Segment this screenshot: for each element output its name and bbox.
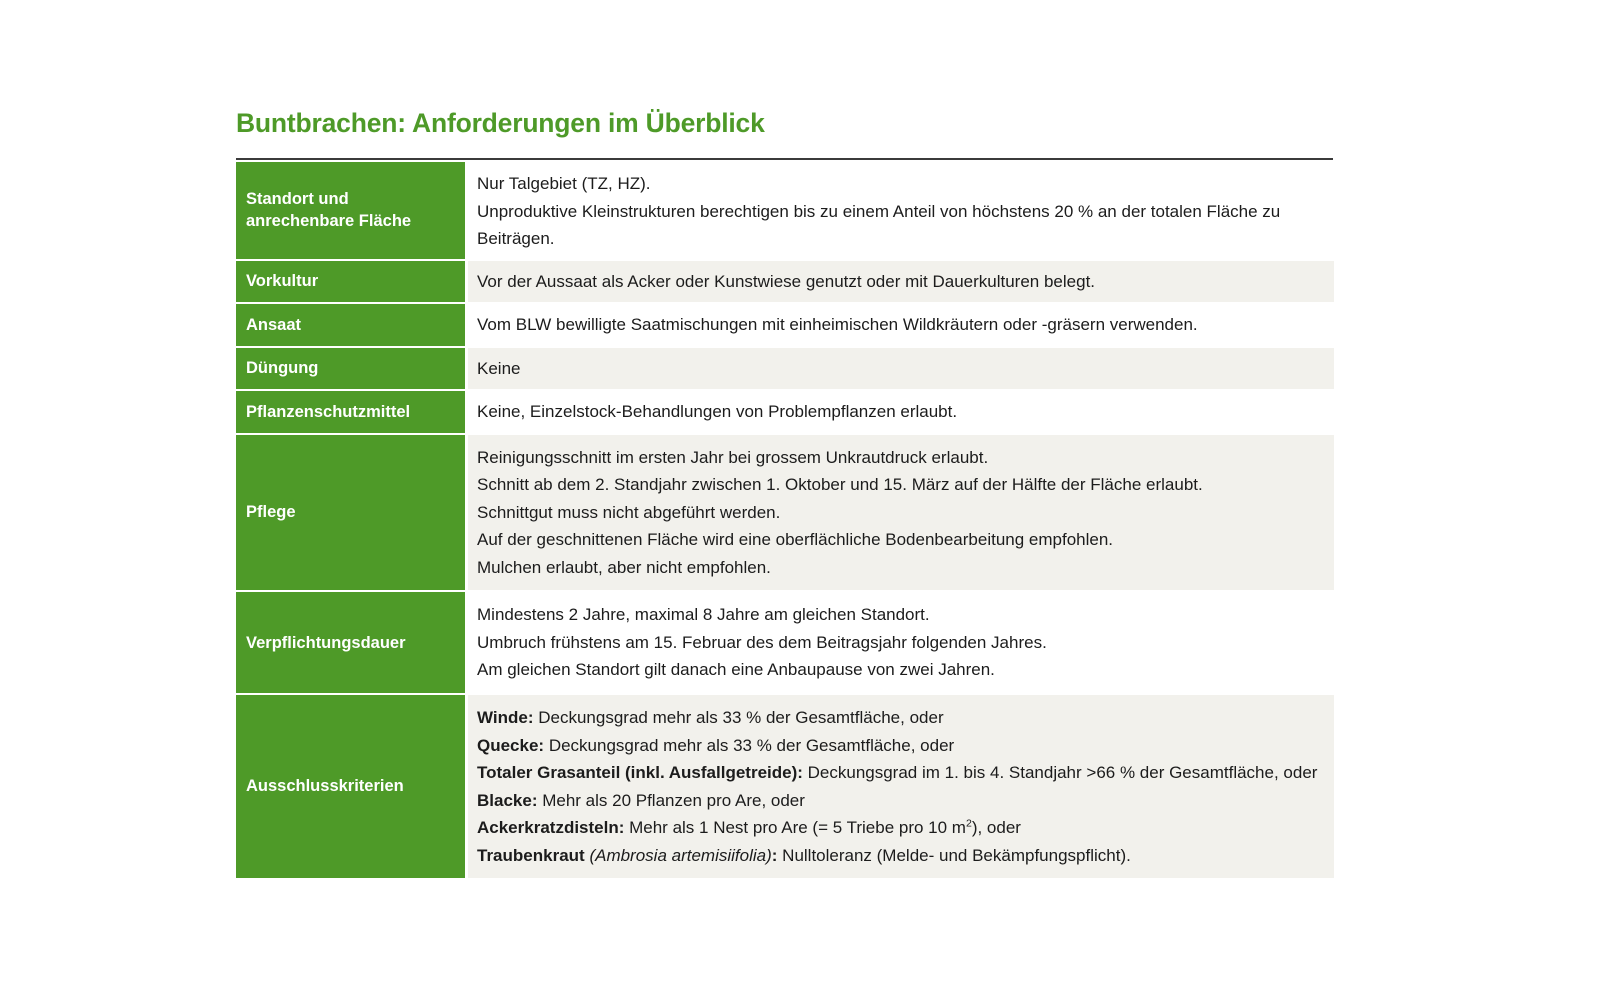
row-label-pflanzenschutzmittel: Pflanzenschutzmittel [236, 391, 468, 435]
content-line: Reinigungsschnitt im ersten Jahr bei gro… [477, 447, 989, 467]
criterion-blacke: Blacke: Mehr als 20 Pflanzen pro Are, od… [477, 787, 1322, 815]
criterion-term: Totaler Grasanteil (inkl. Ausfallgetreid… [477, 763, 803, 783]
criterion-text: Deckungsgrad im 1. bis 4. Standjahr >66 … [802, 763, 1318, 783]
criterion-text: ), oder [971, 818, 1021, 838]
content-line: Schnitt ab dem 2. Standjahr zwischen 1. … [477, 475, 1203, 495]
criterion-term: Traubenkraut [477, 845, 585, 865]
content-line: Vor der Aussaat als Acker oder Kunstwies… [477, 271, 1096, 291]
row-content-ansaat: Vom BLW bewilligte Saatmischungen mit ei… [468, 304, 1334, 348]
row-content-verpflichtungsdauer: Mindestens 2 Jahre, maximal 8 Jahre am g… [468, 592, 1334, 695]
row-label-line: anrechenbare Fläche [246, 212, 412, 231]
content-line: Mindestens 2 Jahre, maximal 8 Jahre am g… [477, 605, 930, 625]
requirements-table: Standort und anrechenbare Fläche Nur Tal… [236, 162, 1334, 881]
content-line: Nur Talgebiet (TZ, HZ). [477, 174, 651, 193]
header-divider [236, 158, 1333, 160]
content-line: Unproduktive Kleinstrukturen berechtigen… [477, 201, 1281, 249]
criterion-text: Mehr als 1 Nest pro Are (= 5 Triebe pro … [624, 818, 966, 838]
table-row: Ausschlusskriterien Winde: Deckungsgrad … [236, 694, 1334, 881]
row-content-duengung: Keine [468, 347, 1334, 392]
content-line: Mulchen erlaubt, aber nicht empfohlen. [477, 557, 771, 577]
row-content-ausschlusskriterien: Winde: Deckungsgrad mehr als 33 % der Ge… [468, 694, 1334, 881]
criterion-grasanteil: Totaler Grasanteil (inkl. Ausfallgetreid… [477, 759, 1322, 787]
superscript-exponent: 2 [965, 817, 972, 830]
row-label-ansaat: Ansaat [236, 304, 468, 348]
row-label-verpflichtungsdauer: Verpflichtungsdauer [236, 592, 468, 695]
content-line: Keine, Einzelstock-Behandlungen von Prob… [477, 402, 958, 422]
content-line: Vom BLW bewilligte Saatmischungen mit ei… [477, 315, 1198, 335]
content-line: Umbruch frühstens am 15. Februar des dem… [477, 632, 1047, 652]
row-label-pflege: Pflege [236, 434, 468, 593]
criterion-latin-name: (Ambrosia artemisiifolia) [589, 845, 772, 865]
criterion-term-suffix: : [771, 845, 778, 865]
table-row: Ansaat Vom BLW bewilligte Saatmischungen… [236, 304, 1334, 348]
row-content-pflanzenschutzmittel: Keine, Einzelstock-Behandlungen von Prob… [468, 391, 1334, 435]
row-label-duengung: Düngung [236, 347, 468, 392]
row-content-pflege: Reinigungsschnitt im ersten Jahr bei gro… [468, 434, 1334, 593]
criterion-text: Nulltoleranz (Melde- und Bekämpfungspfli… [777, 845, 1131, 865]
criterion-winde: Winde: Deckungsgrad mehr als 33 % der Ge… [477, 704, 1322, 732]
criterion-quecke: Quecke: Deckungsgrad mehr als 33 % der G… [477, 732, 1322, 760]
criterion-text: Deckungsgrad mehr als 33 % der Gesamtflä… [544, 735, 955, 755]
table-row: Düngung Keine [236, 347, 1334, 392]
criterion-term: Blacke: [477, 790, 538, 810]
row-content-standort: Nur Talgebiet (TZ, HZ). Unproduktive Kle… [468, 162, 1334, 261]
content-line: Schnittgut muss nicht abgeführt werden. [477, 502, 781, 522]
table-row: Standort und anrechenbare Fläche Nur Tal… [236, 162, 1334, 261]
criterion-text: Deckungsgrad mehr als 33 % der Gesamtflä… [533, 707, 944, 727]
row-label-ausschlusskriterien: Ausschlusskriterien [236, 694, 468, 881]
table-row: Verpflichtungsdauer Mindestens 2 Jahre, … [236, 592, 1334, 695]
table-row: Vorkultur Vor der Aussaat als Acker oder… [236, 260, 1334, 305]
criterion-term: Winde: [477, 707, 534, 727]
criterion-text: Mehr als 20 Pflanzen pro Are, oder [537, 790, 805, 810]
criterion-ackerkratzdisteln: Ackerkratzdisteln: Mehr als 1 Nest pro A… [477, 814, 1322, 842]
criterion-term: Ackerkratzdisteln: [477, 818, 625, 838]
table-row: Pflege Reinigungsschnitt im ersten Jahr … [236, 434, 1334, 593]
criterion-traubenkraut: Traubenkraut (Ambrosia artemisiifolia): … [477, 842, 1322, 870]
row-content-vorkultur: Vor der Aussaat als Acker oder Kunstwies… [468, 260, 1334, 305]
page-title: Buntbrachen: Anforderungen im Überblick [236, 108, 765, 138]
row-label-line: Standort und [246, 190, 349, 209]
criterion-term: Quecke: [477, 735, 545, 755]
content-line: Auf der geschnittenen Fläche wird eine o… [477, 530, 1114, 550]
table-row: Pflanzenschutzmittel Keine, Einzelstock-… [236, 391, 1334, 435]
row-label-standort: Standort und anrechenbare Fläche [236, 162, 468, 261]
content-line: Am gleichen Standort gilt danach eine An… [477, 660, 995, 680]
content-line: Keine [477, 358, 521, 378]
row-label-vorkultur: Vorkultur [236, 260, 468, 305]
